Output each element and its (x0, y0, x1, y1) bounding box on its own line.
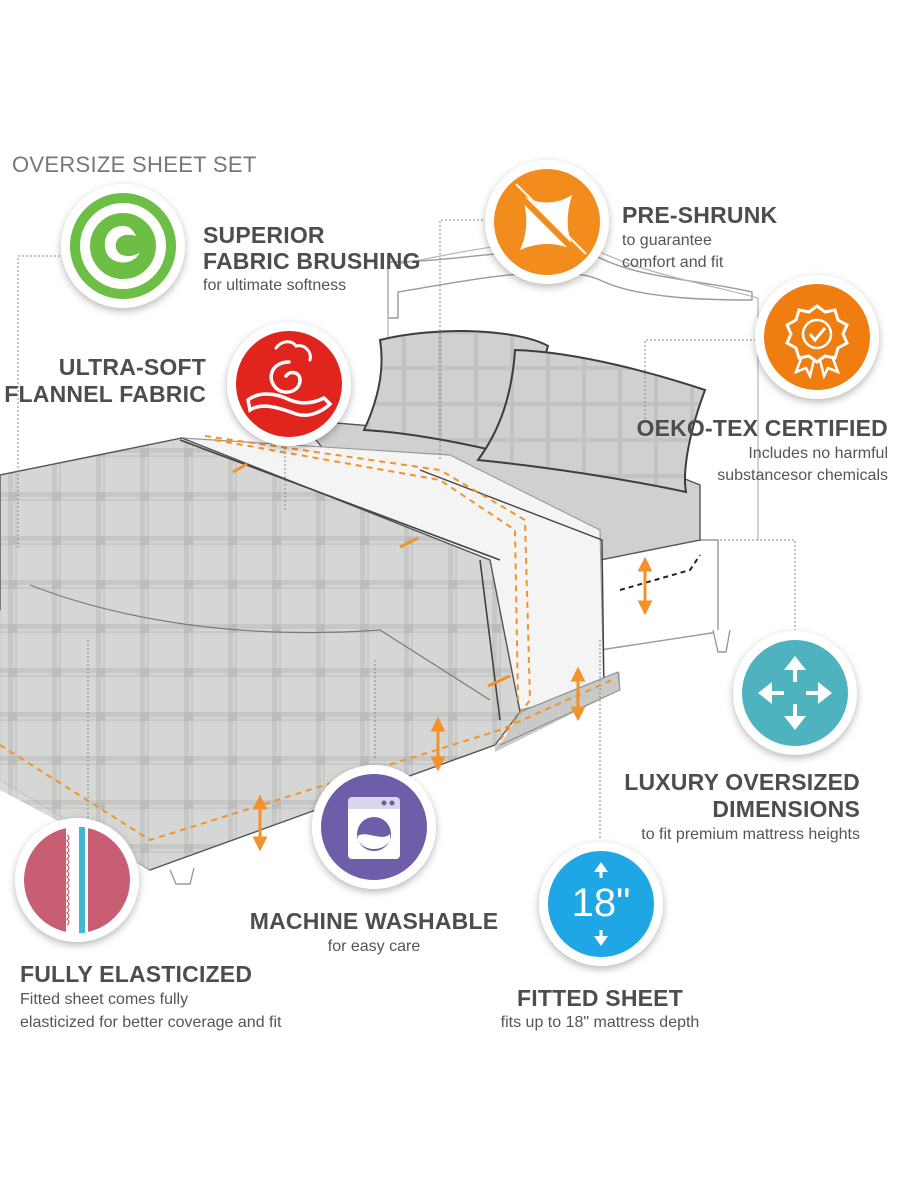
expand-arrows-icon (742, 640, 848, 746)
washable-title: MACHINE WASHABLE (249, 908, 499, 934)
elasticized-title: FULLY ELASTICIZED (20, 961, 253, 987)
fitted-title: FITTED SHEET (517, 985, 683, 1011)
elasticized-desc-1: Fitted sheet comes fully (20, 991, 189, 1008)
preshrunk-title: PRE-SHRUNK (622, 202, 778, 228)
fitted-desc: fits up to 18" mattress depth (500, 1014, 700, 1031)
flannel-title-2: FLANNEL FABRIC (4, 381, 206, 407)
dimensions-title-2: DIMENSIONS (712, 796, 860, 822)
hand-swirl-icon (236, 331, 342, 437)
preshrunk-desc-1: to guarantee (622, 232, 712, 249)
oekotex-title: OEKO-TEX CERTIFIED (636, 415, 888, 441)
preshrunk-desc-2: comfort and fit (622, 254, 724, 271)
leader-lines (17, 219, 796, 840)
pillow-front (476, 348, 707, 494)
orange-arrows (232, 462, 653, 852)
page-title: OVERSIZE SHEET SET (12, 152, 257, 177)
depth-18-icon (548, 851, 654, 957)
dimensions-desc: to fit premium mattress heights (641, 826, 860, 843)
brushing-desc: for ultimate softness (203, 277, 347, 294)
washable-desc: for easy care (327, 938, 421, 955)
dashed-guides (0, 435, 613, 842)
mattress-side (0, 610, 150, 870)
brushing-title-2: FABRIC BRUSHING (203, 248, 421, 274)
dimensions-title-1: LUXURY OVERSIZED (624, 769, 860, 795)
brushing-title-1: SUPERIOR (203, 222, 325, 248)
elasticized-desc-2: elasticized for better coverage and fit (20, 1014, 282, 1031)
oekotex-desc-2: substancesor chemicals (717, 467, 888, 484)
oekotex-desc-1: Includes no harmful (748, 445, 888, 462)
depth-18-label: 18" (571, 881, 631, 925)
flannel-title-1: ULTRA-SOFT (58, 354, 206, 380)
